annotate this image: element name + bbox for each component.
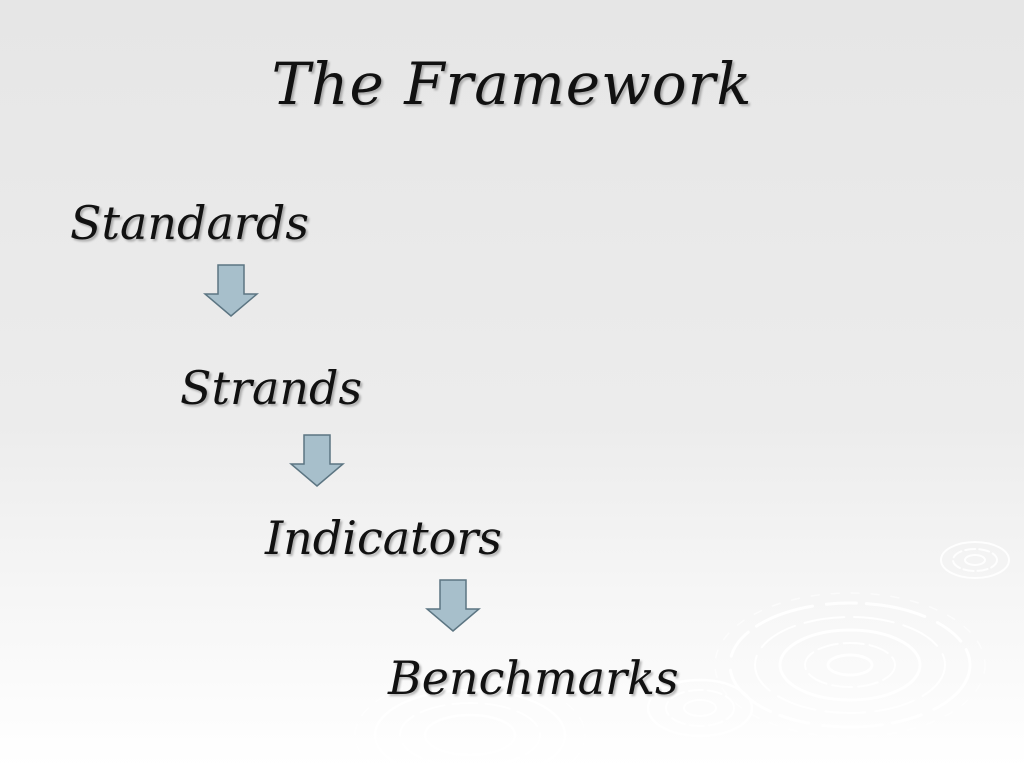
- level-benchmarks: Benchmarks: [388, 651, 679, 705]
- down-arrow-icon: [203, 264, 259, 317]
- level-indicators: Indicators: [265, 511, 502, 565]
- down-arrow-icon: [425, 579, 481, 632]
- level-standards: Standards: [70, 196, 309, 250]
- down-arrow-icon: [289, 434, 345, 487]
- slide-title: The Framework: [271, 50, 753, 118]
- level-strands: Strands: [180, 361, 363, 415]
